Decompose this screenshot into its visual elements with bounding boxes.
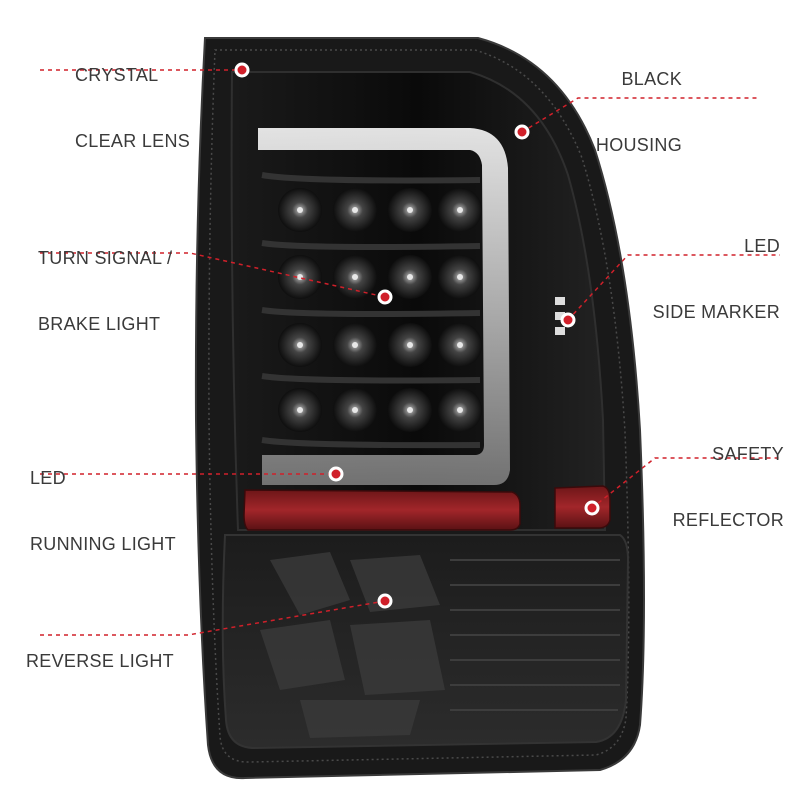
led-cells [278,188,482,432]
led-chip [352,274,358,280]
led-chip [457,274,463,280]
led-chip [407,274,413,280]
label-reverse-light: REVERSE LIGHT [26,651,174,671]
led-chip [457,207,463,213]
led-chip [297,274,303,280]
led-chip [352,407,358,413]
reverse-lens-ribs [450,559,620,711]
led-chip [407,207,413,213]
callout-lines [40,69,780,636]
reverse-lens-facets [260,552,445,738]
led-chip [297,207,303,213]
safety-reflector-block [554,485,611,529]
light-bar [258,128,510,485]
led-chip [352,342,358,348]
led-array [261,172,481,449]
label-black-housing: BLACK HOUSING [595,69,682,155]
led-chip [352,207,358,213]
label-led-side-marker: LED SIDE MARKER [652,236,780,322]
label-turn-signal-brake-light: TURN SIGNAL / BRAKE LIGHT [38,248,173,334]
side-marker-leds [555,297,565,335]
upper-chamber [230,71,607,531]
label-safety-reflector: SAFETY REFLECTOR [672,444,784,530]
led-chip [297,342,303,348]
led-chip [297,407,303,413]
label-crystal-clear-lens: CRYSTAL CLEAR LENS [75,65,191,151]
housing-rim [208,49,630,763]
red-reflector-strip [243,489,521,531]
led-chip [407,407,413,413]
label-led-running-light: LED RUNNING LIGHT [30,468,176,554]
callout-dots [234,62,600,609]
led-chip [457,342,463,348]
led-chip [407,342,413,348]
led-chip [457,407,463,413]
